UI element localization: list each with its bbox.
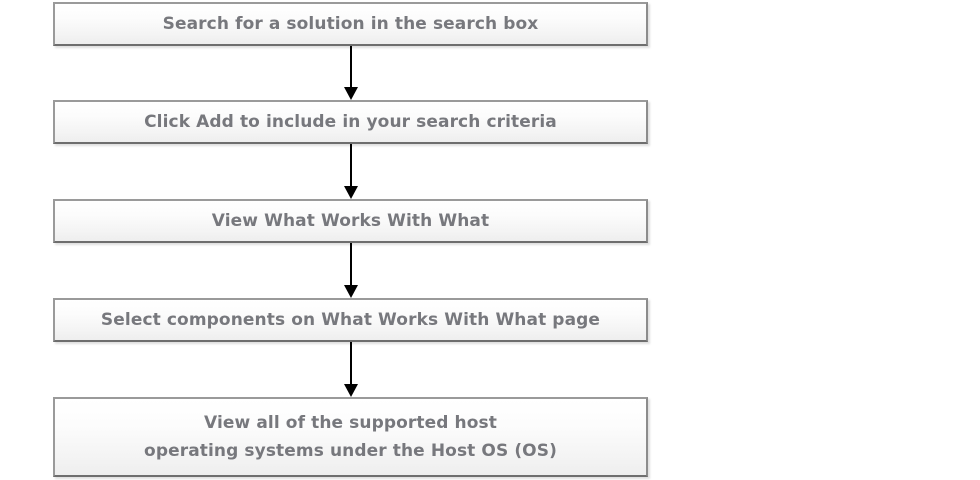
arrow-down-icon [344, 144, 358, 199]
arrow-shaft [350, 46, 352, 87]
flow-node-label: View all of the supported host operating… [144, 413, 557, 461]
arrow-down-icon [344, 342, 358, 397]
arrow-down-icon [344, 243, 358, 298]
flow-node-click-add: Click Add to include in your search crit… [53, 100, 648, 144]
arrow-head [344, 285, 358, 298]
flow-node-select-components: Select components on What Works With Wha… [53, 298, 648, 342]
arrow-shaft [350, 243, 352, 285]
arrow-shaft [350, 342, 352, 384]
flow-node-label: View What Works With What [211, 211, 490, 231]
flow-node-search-solution: Search for a solution in the search box [53, 2, 648, 46]
arrow-shaft [350, 144, 352, 186]
flow-node-label: Search for a solution in the search box [162, 14, 539, 34]
flow-node-label: Click Add to include in your search crit… [144, 112, 557, 132]
flow-node-view-what-works-with-what: View What Works With What [53, 199, 648, 243]
flow-node-view-supported-host-os: View all of the supported host operating… [53, 397, 648, 477]
arrow-head [344, 186, 358, 199]
arrow-head [344, 87, 358, 100]
arrow-down-icon [344, 46, 358, 100]
arrow-head [344, 384, 358, 397]
flow-node-label: Select components on What Works With Wha… [100, 310, 601, 330]
